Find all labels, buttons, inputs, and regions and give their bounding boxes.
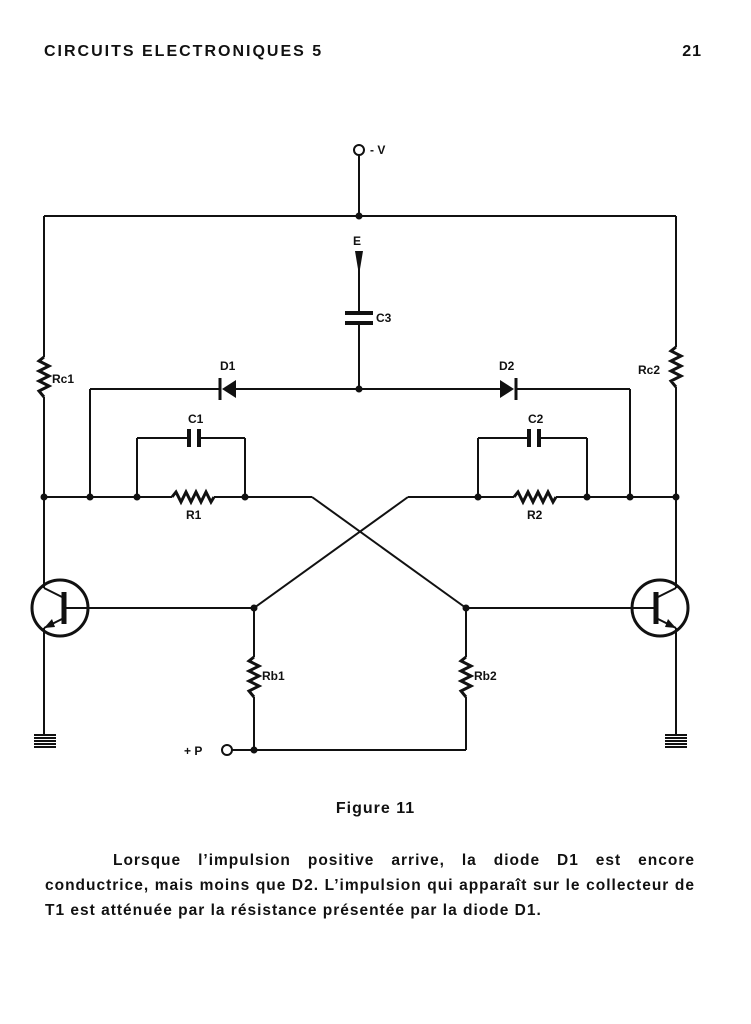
label-rc2: Rc2 <box>638 363 660 377</box>
label-pulse: + P <box>184 744 202 758</box>
running-header-title: CIRCUITS ELECTRONIQUES 5 <box>44 43 324 60</box>
transistor-t1 <box>30 578 90 638</box>
ground-icon <box>665 734 687 748</box>
transistor-t2 <box>630 578 690 638</box>
resistor-group <box>35 345 685 698</box>
label-rb2: Rb2 <box>474 669 497 683</box>
capacitor-c3 <box>345 311 373 325</box>
diode-d1 <box>218 378 236 400</box>
resistor-r2 <box>512 488 558 506</box>
junction-dots <box>40 212 680 754</box>
input-arrow-icon <box>355 251 363 275</box>
capacitor-c2 <box>527 429 541 447</box>
label-d1: D1 <box>220 359 236 373</box>
resistor-rb2 <box>457 655 475 698</box>
body-paragraph-container: Lorsque l’impulsion positive arrive, la … <box>45 848 695 923</box>
resistor-r1 <box>170 488 216 506</box>
capacitor-c1 <box>187 429 201 447</box>
label-c1: C1 <box>188 412 204 426</box>
resistor-rc1 <box>35 355 53 398</box>
capacitor-group <box>187 311 541 447</box>
body-paragraph: Lorsque l’impulsion positive arrive, la … <box>45 852 695 919</box>
pulse-terminal-icon <box>221 744 233 756</box>
label-rc1: Rc1 <box>52 372 74 386</box>
resistor-rb1 <box>245 655 263 698</box>
supply-terminal-icon <box>353 144 365 156</box>
page-number: 21 <box>682 43 702 60</box>
label-input-e: E <box>353 234 361 248</box>
diode-d2 <box>500 378 518 400</box>
label-supply: - V <box>370 143 385 157</box>
circuit-schematic: - V E C3 D1 D2 Rc1 Rc2 C1 C2 R1 R2 Rb1 R… <box>30 143 690 758</box>
resistor-rc2 <box>667 345 685 388</box>
label-r2: R2 <box>527 508 543 522</box>
ground-icon <box>34 734 56 748</box>
label-c2: C2 <box>528 412 544 426</box>
label-c3: C3 <box>376 311 392 325</box>
label-r1: R1 <box>186 508 202 522</box>
label-d2: D2 <box>499 359 515 373</box>
label-rb1: Rb1 <box>262 669 285 683</box>
wiring <box>43 155 677 751</box>
figure-caption: Figure 11 <box>335 800 416 817</box>
